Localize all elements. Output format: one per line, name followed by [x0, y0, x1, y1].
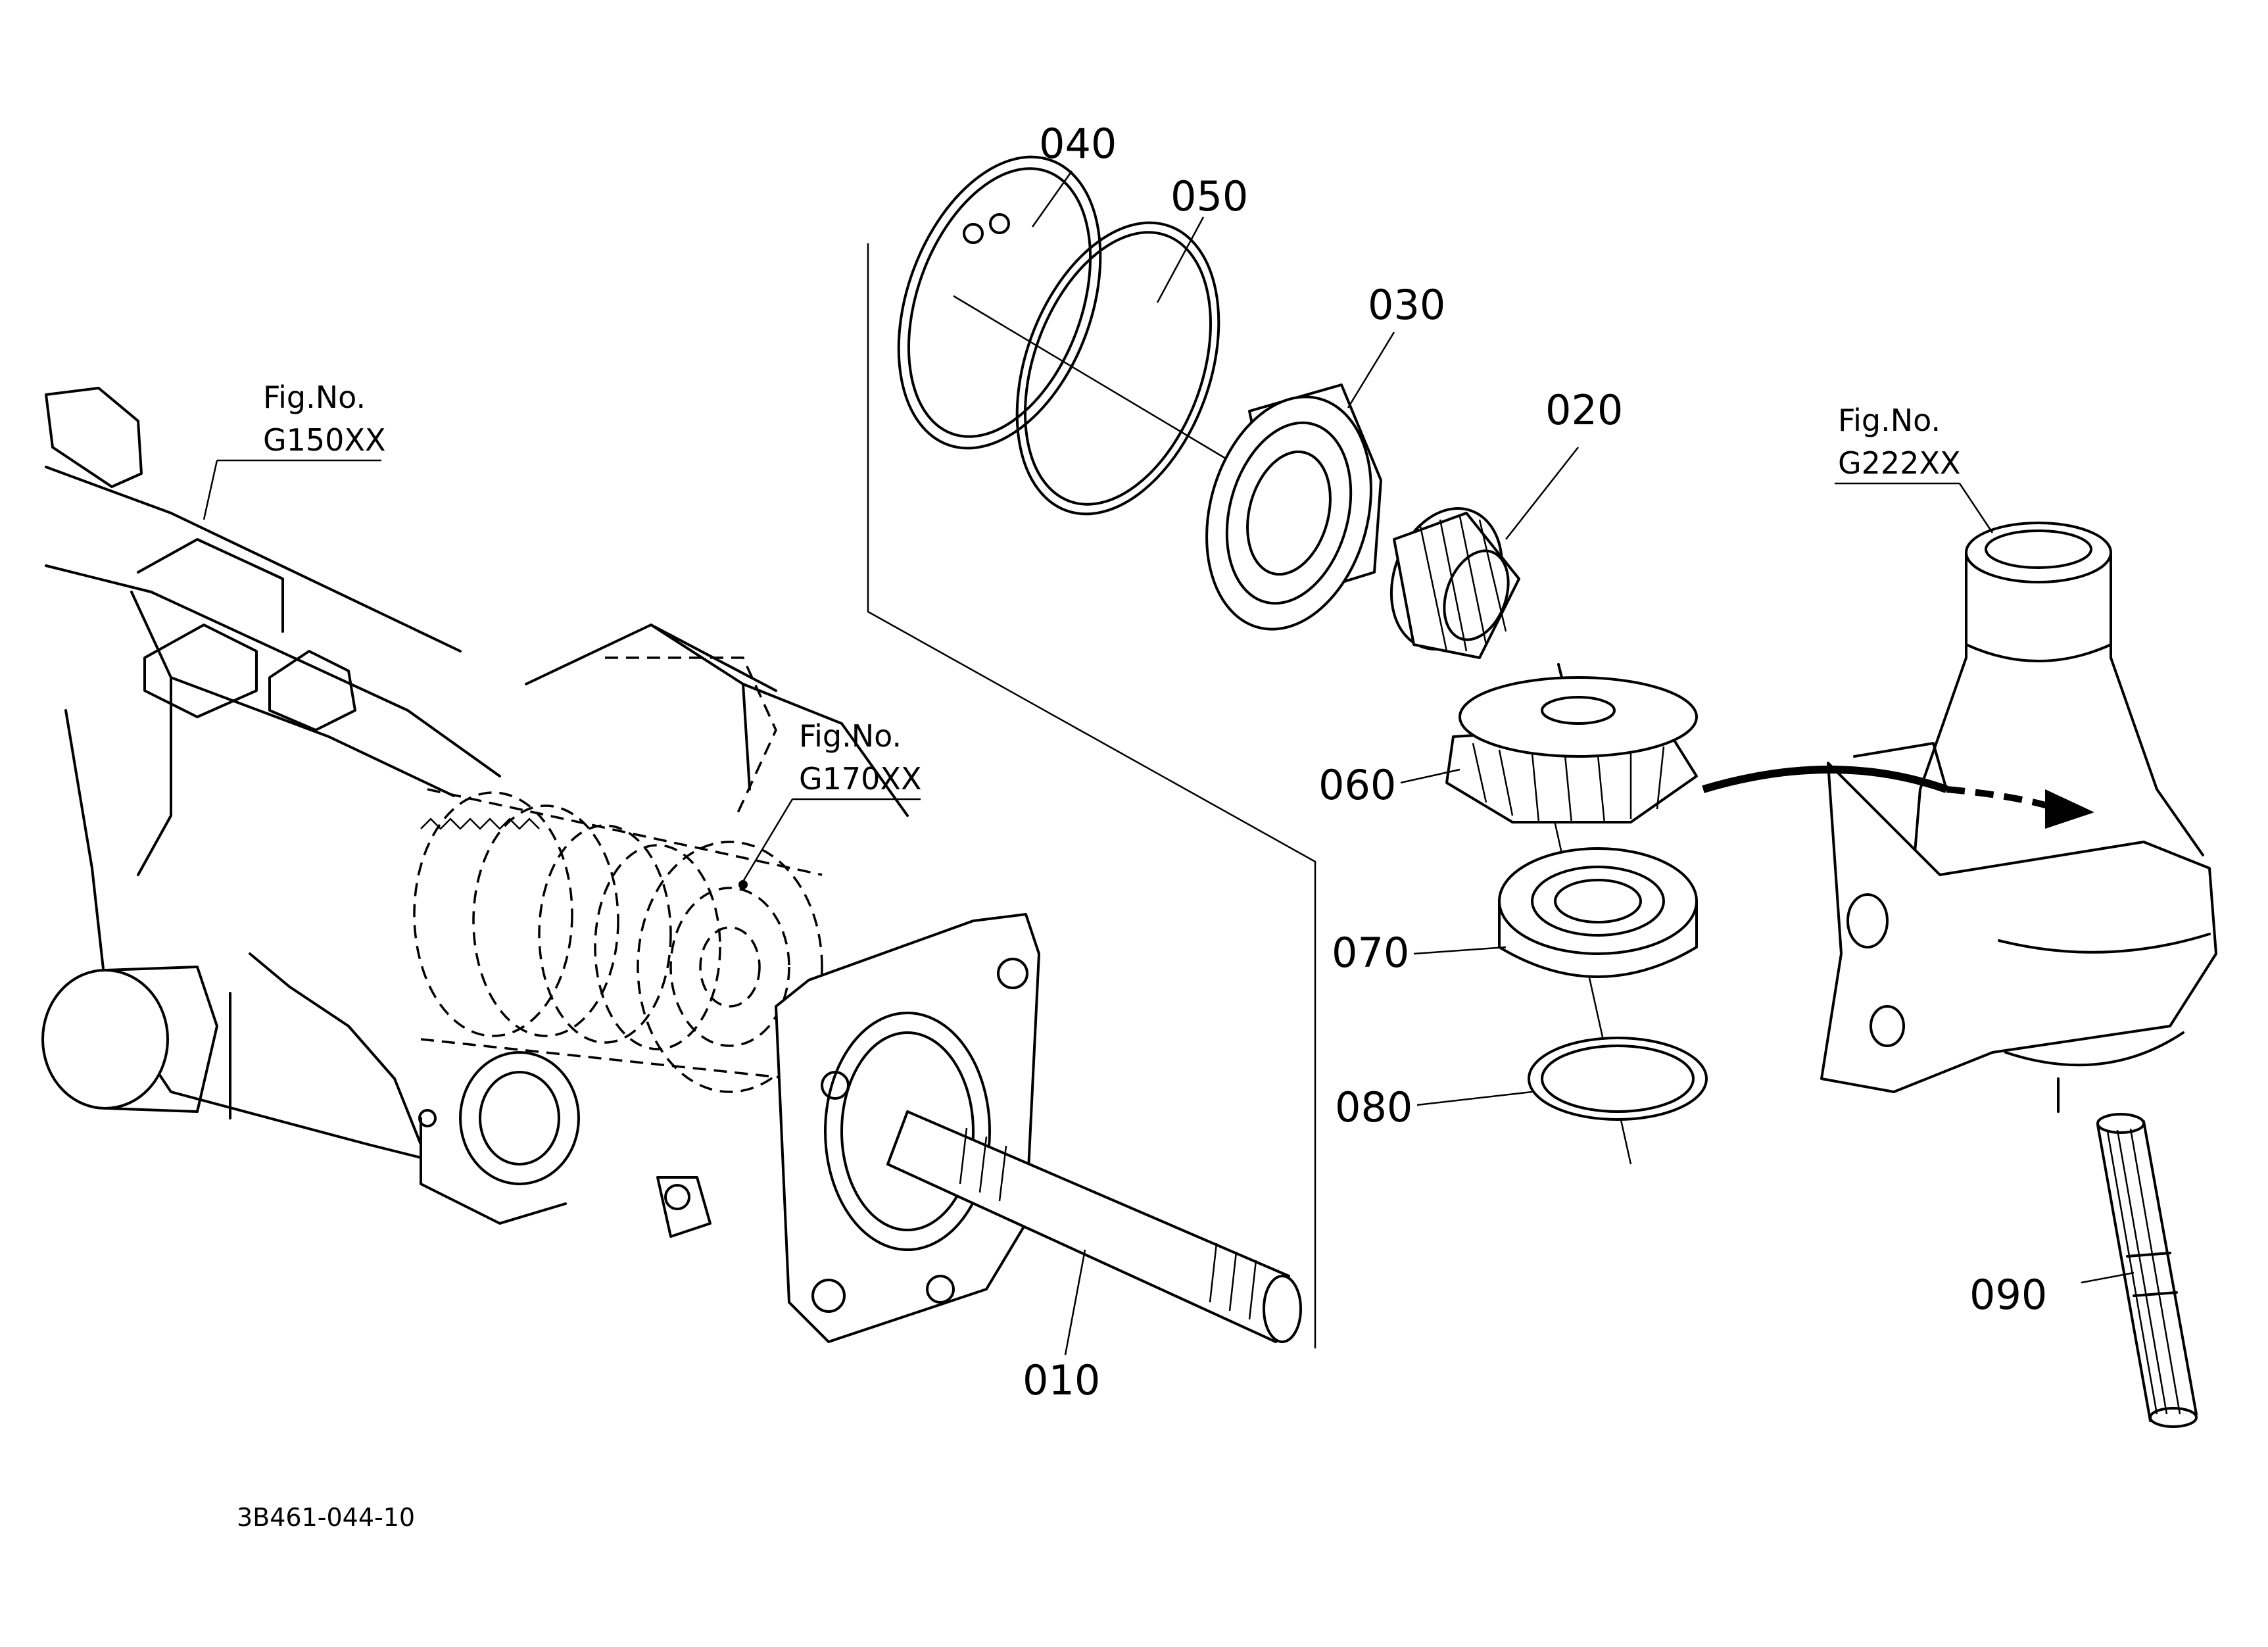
- fig-ref-g170-code: G170XX: [799, 761, 921, 797]
- part-label-050: 050: [1170, 172, 1248, 220]
- exploded-assembly-frame: [867, 243, 1316, 1348]
- ring-gear-060: [1445, 663, 1698, 824]
- bevel-gear-020: [1389, 507, 1520, 659]
- part-label-070: 070: [1332, 929, 1409, 977]
- fig-ref-g150-title: Fig.No.: [263, 380, 366, 415]
- bearing-070: [1498, 847, 1698, 978]
- fig-ref-g222-title: Fig.No.: [1838, 403, 1941, 438]
- part-label-020: 020: [1545, 386, 1623, 434]
- drawing-code: 3B461-044-10: [237, 1503, 415, 1532]
- washer-080: [1528, 1037, 1708, 1121]
- axle-shaft: [886, 1110, 1302, 1343]
- stub-shaft-090: [2096, 1113, 2198, 1428]
- part-label-090: 090: [1969, 1271, 2047, 1319]
- part-label-080: 080: [1335, 1083, 1412, 1131]
- snap-ring-040: [897, 155, 1102, 450]
- assembly-arrow: [1702, 766, 2094, 829]
- ring-050: [1015, 221, 1220, 516]
- bearing-030: [1205, 383, 1382, 631]
- fig-ref-g170-title: Fig.No.: [799, 718, 902, 754]
- part-label-040: 040: [1039, 120, 1117, 168]
- axle-housing: [41, 387, 1040, 1343]
- knuckle-housing: [1820, 522, 2217, 1113]
- part-label-030: 030: [1368, 281, 1445, 329]
- part-label-010: 010: [1023, 1356, 1100, 1404]
- leader-lines: [203, 170, 2135, 1356]
- fig-ref-g222-code: G222XX: [1838, 445, 1960, 481]
- fig-ref-g150-code: G150XX: [263, 422, 385, 458]
- part-label-060: 060: [1318, 761, 1396, 809]
